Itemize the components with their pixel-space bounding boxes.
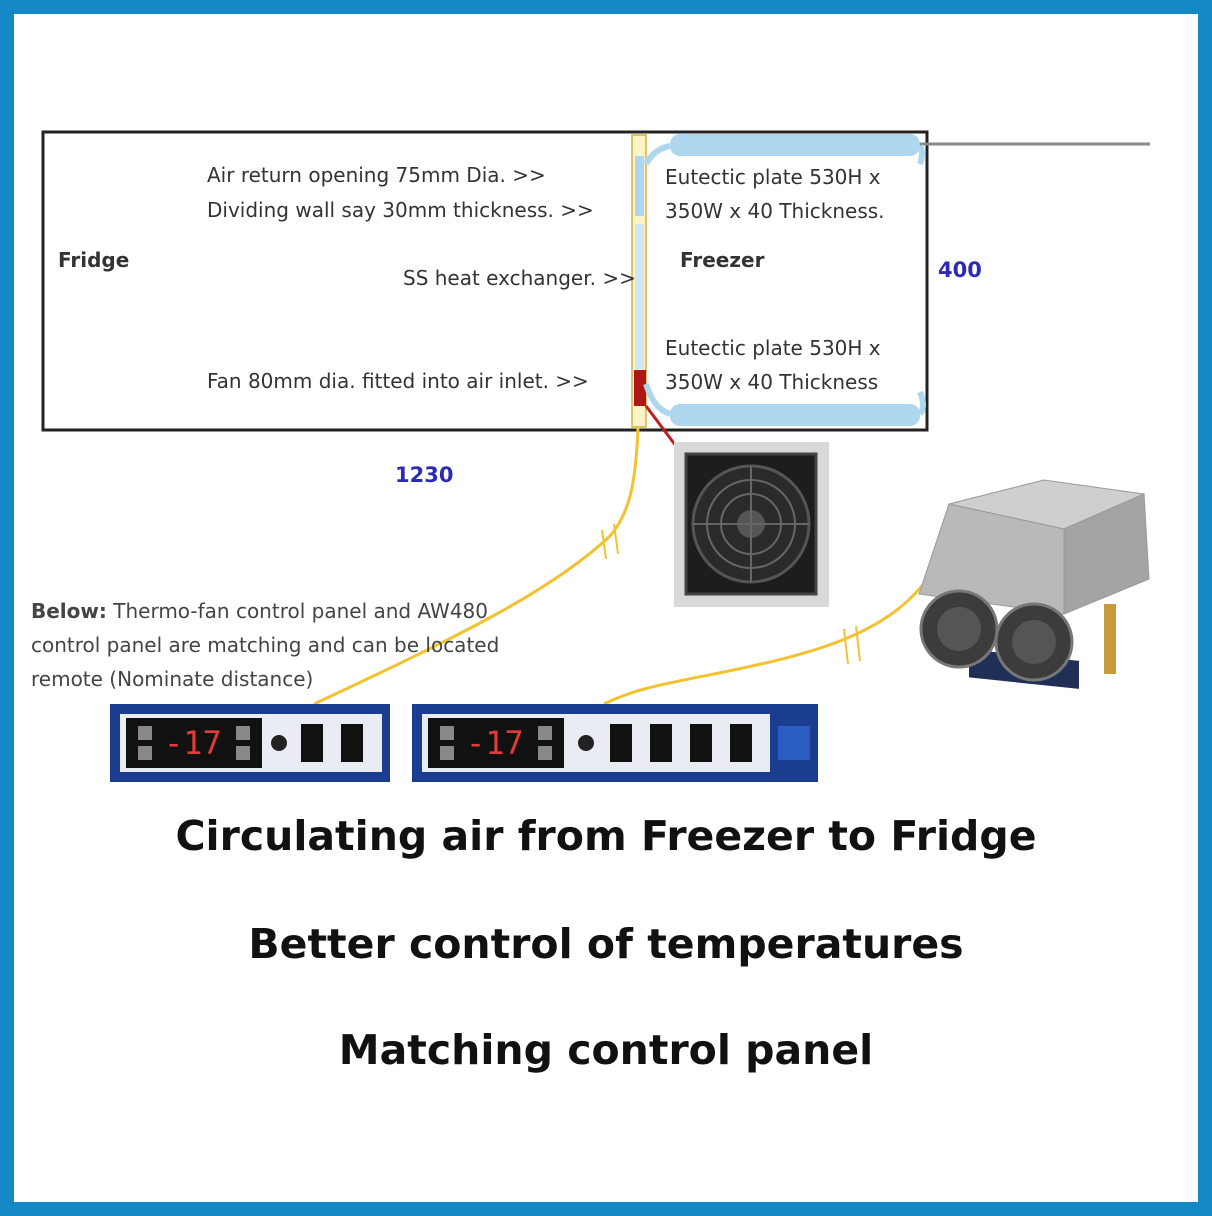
freezer-label: Freezer xyxy=(680,248,765,272)
dimension-height: 400 xyxy=(938,258,982,282)
wire-break-b xyxy=(613,523,619,555)
heat-exchanger xyxy=(635,156,644,216)
eutectic-plate-bottom-curve xyxy=(643,383,672,417)
caption-circulating-air: Circulating air from Freezer to Fridge xyxy=(175,812,1037,860)
remote-note-line2: control panel are matching and can be lo… xyxy=(31,633,500,657)
wire-panel-left xyxy=(313,426,640,706)
control-panel-thermo-fan xyxy=(110,704,390,782)
fan-photo xyxy=(674,442,829,607)
plate-top-line1: Eutectic plate 530H x xyxy=(665,165,881,189)
wire-break-a xyxy=(601,529,607,560)
wire-break-c xyxy=(843,628,849,665)
panel1-display: -17 xyxy=(164,724,222,762)
plate-bottom-line1: Eutectic plate 530H x xyxy=(665,336,881,360)
fan-label: Fan 80mm dia. fitted into air inlet. >> xyxy=(207,369,589,393)
fridge-label: Fridge xyxy=(58,248,130,272)
remote-note-prefix: Below: xyxy=(31,599,107,623)
panel2-display: -17 xyxy=(466,724,524,762)
heat-exchanger-lower xyxy=(635,224,644,369)
eutectic-plate-bottom-curve-r xyxy=(917,390,926,416)
plate-bottom-line2: 350W x 40 Thickness xyxy=(665,370,879,394)
compressor-unit-photo xyxy=(918,479,1150,689)
plate-top-line2: 350W x 40 Thickness. xyxy=(665,199,885,223)
eutectic-plate-top xyxy=(670,134,920,156)
eutectic-plate-top-curve xyxy=(643,143,671,166)
eutectic-plate-bottom xyxy=(670,404,920,426)
dividing-wall-label: Dividing wall say 30mm thickness. >> xyxy=(207,198,594,222)
remote-note-line1: Thermo-fan control panel and AW480 xyxy=(106,599,489,623)
heat-exchanger-label: SS heat exchanger. >> xyxy=(403,266,636,290)
dimension-length: 1230 xyxy=(395,463,454,487)
diagram-canvas: -17 -17 Fridge Freezer Air return openin… xyxy=(14,14,1198,1202)
fan-block xyxy=(634,370,646,406)
diagram-graphics xyxy=(41,130,1150,782)
control-panel-aw480 xyxy=(412,704,818,782)
wire-break-d xyxy=(855,625,861,662)
wire-panel-right xyxy=(603,568,936,706)
air-return-label: Air return opening 75mm Dia. >> xyxy=(207,163,546,187)
caption-temperature-control: Better control of temperatures xyxy=(248,920,964,968)
cabinet-outline xyxy=(41,130,929,432)
remote-note-line3: remote (Nominate distance) xyxy=(31,667,314,691)
remote-note: Below: Thermo-fan control panel and AW48… xyxy=(31,594,499,696)
caption-matching-panel: Matching control panel xyxy=(338,1026,874,1074)
eutectic-plate-top-curve-r xyxy=(917,144,925,165)
